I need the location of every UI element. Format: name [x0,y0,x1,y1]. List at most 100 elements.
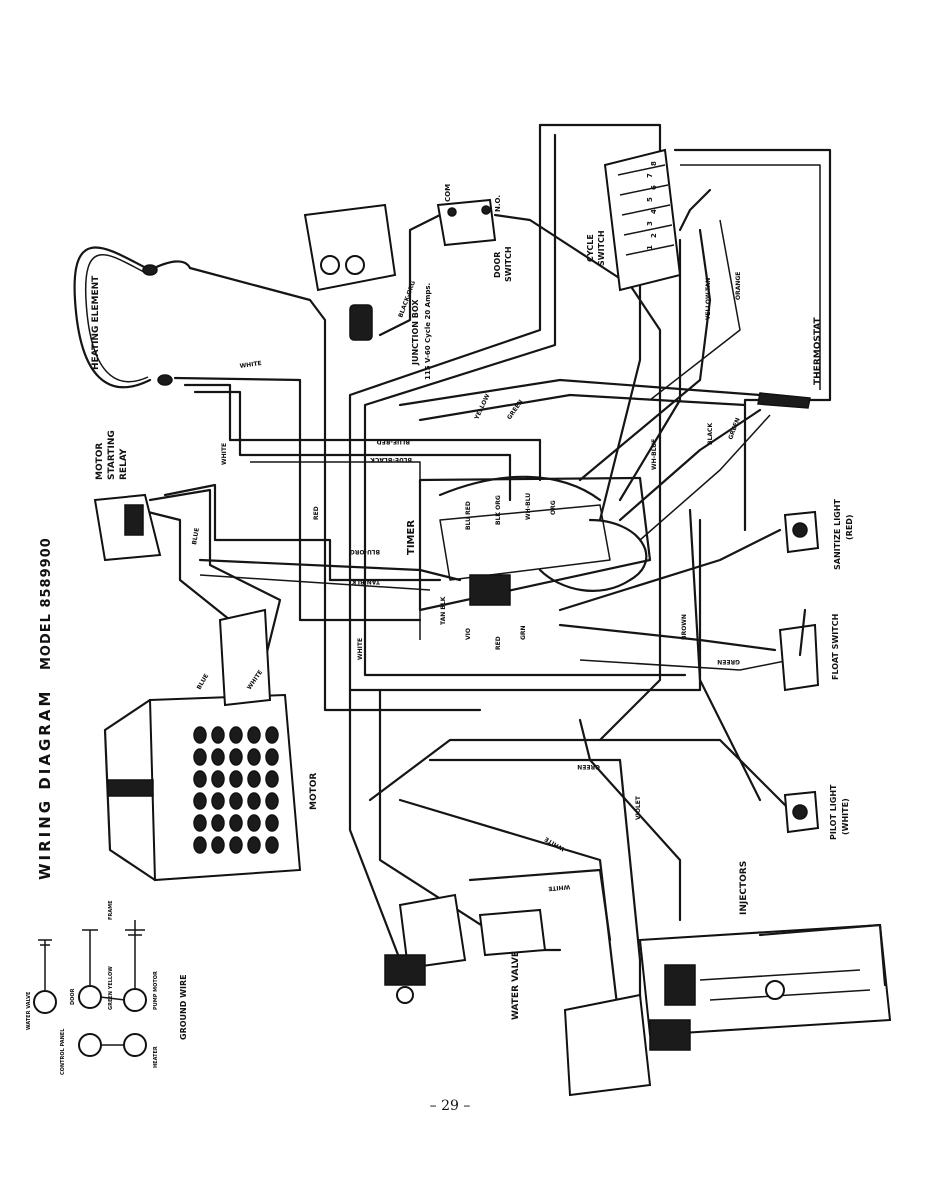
float-switch-body [778,623,820,692]
cycle-terminal-number: 2 [650,233,658,238]
wire-label-green-float: GREEN [717,658,740,665]
wire-white-low [398,798,622,1032]
sanitize-light-label-2: (RED) [845,514,854,540]
injector-manifold [638,923,892,1037]
ground-legend-door: DOOR [70,988,76,1005]
wire-float [558,623,777,652]
injector-knob-icon [765,980,785,1000]
wire-cycle-thermo-2 [680,164,821,390]
motor [103,608,302,882]
lamp-icon [792,804,808,820]
timer-arc-2 [538,518,648,592]
wire-label-green-thermostat: GREEN [727,417,741,441]
wire-label-tan-blk: TAN BLK [351,578,380,585]
timer-terminal-label: ORG [550,500,557,515]
ground-legend-control-panel: CONTROL PANEL [60,1028,66,1075]
injectors-assembly [563,923,892,1097]
wire-blu-org [198,558,462,582]
terminal-icon [481,205,491,215]
ground-symbol-pump-motor-icon [123,988,147,1012]
cycle-terminal-number: 5 [646,197,654,202]
timer-frame-wire [418,476,652,612]
timer-face [439,504,611,581]
ground-symbol-heater-icon [123,1033,147,1057]
wire-thermo-timer [618,408,762,522]
cycle-switch-body [603,148,682,292]
ground-wire-legend [33,920,147,1057]
wire-label-brown: BROWN [681,614,688,640]
pilot-light-label-1: PILOT LIGHT [829,784,838,840]
motor-vent-icon [247,814,261,832]
wire-white-valve [468,868,612,942]
motor-label: MOTOR [309,773,319,810]
motor-vent-icon [211,792,225,810]
timer-terminal-label: GRN [520,625,527,640]
motor-starting-relay [93,493,162,562]
ground-symbol-control-panel-icon [78,1033,102,1057]
sanitize-light [783,510,820,554]
float-rod-icon [798,608,807,657]
timer-terminal-label: RED [495,636,502,650]
float-switch-label: FLOAT SWITCH [831,614,840,680]
thermostat-bulb-icon [757,392,811,409]
injectors-label: INJECTORS [739,861,749,915]
water-valve-label: WATER VALVE [511,951,521,1020]
cycle-switch [603,148,682,292]
motor-vent-icon [193,726,207,744]
motor-vent-icon [265,814,279,832]
junction-connector-icon [349,304,373,341]
wire-orange [649,219,741,401]
motor-vent-icon [229,748,243,766]
terminal-icon [447,207,457,217]
thermostat-label: THERMOSTAT [813,316,823,385]
float-switch [778,608,820,692]
wire-label-wh-blue: WH-BLUE [651,439,658,470]
relay-label-3: RELAY [119,448,129,480]
wire-pilot-green [368,738,792,812]
timer-terminal-label: VIO [465,628,472,640]
thermostat [757,392,811,409]
motor-vent-icon [211,726,225,744]
motor-vent-icon [211,836,225,854]
door-switch-label-1: DOOR [493,252,502,278]
water-valve [384,893,547,1004]
page-number: – 29 – [429,1098,471,1114]
heating-element-label: HEATING ELEMENT [91,275,101,370]
wire-label-green: GREEN [506,398,525,421]
wire-network [73,123,832,1032]
motor-body [148,693,302,882]
motor-vent-icon [247,748,261,766]
sanitize-light-label-1: SANITIZE LIGHT [833,499,842,570]
ground-legend-pump-motor: PUMP MOTOR [153,971,159,1010]
injector-solenoid-icon [649,1019,691,1051]
ground-legend-heater: HEATER [153,1046,159,1068]
timer-label: TIMER [406,520,417,555]
cycle-switch-label-2: SWITCH [597,230,606,266]
motor-vent-icon [211,814,225,832]
injector-housing [563,993,652,1097]
timer-terminal-label: BLK ORG [495,495,502,525]
door-switch [436,198,497,247]
wire-relay-motor-2 [148,488,282,682]
wire-injector [578,718,682,922]
wire-label-blue-red: BLUE-RED [377,438,410,445]
junction-knockout-icon [345,255,365,275]
timer-motor-icon [469,574,511,606]
pilot-light-label-2: (WHITE) [841,798,850,835]
wire-thermo-timer-2 [639,414,771,541]
junction-box-rating: 115 V-60 Cycle 20 Amps. [424,283,432,380]
door-switch-label-2: SWITCH [504,246,513,282]
wire-cycle-top-3 [678,188,712,232]
cycle-terminal-number: 3 [646,221,654,226]
wire-blue [163,483,442,582]
wire-label-blu-org: BLU-ORG [350,548,380,555]
motor-vent-icon [193,792,207,810]
motor-vent-icon [229,836,243,854]
wire-cycle-outer-2 [363,133,687,677]
relay-label-2: STARTING [107,430,117,480]
wire-label-red: RED [313,506,320,520]
